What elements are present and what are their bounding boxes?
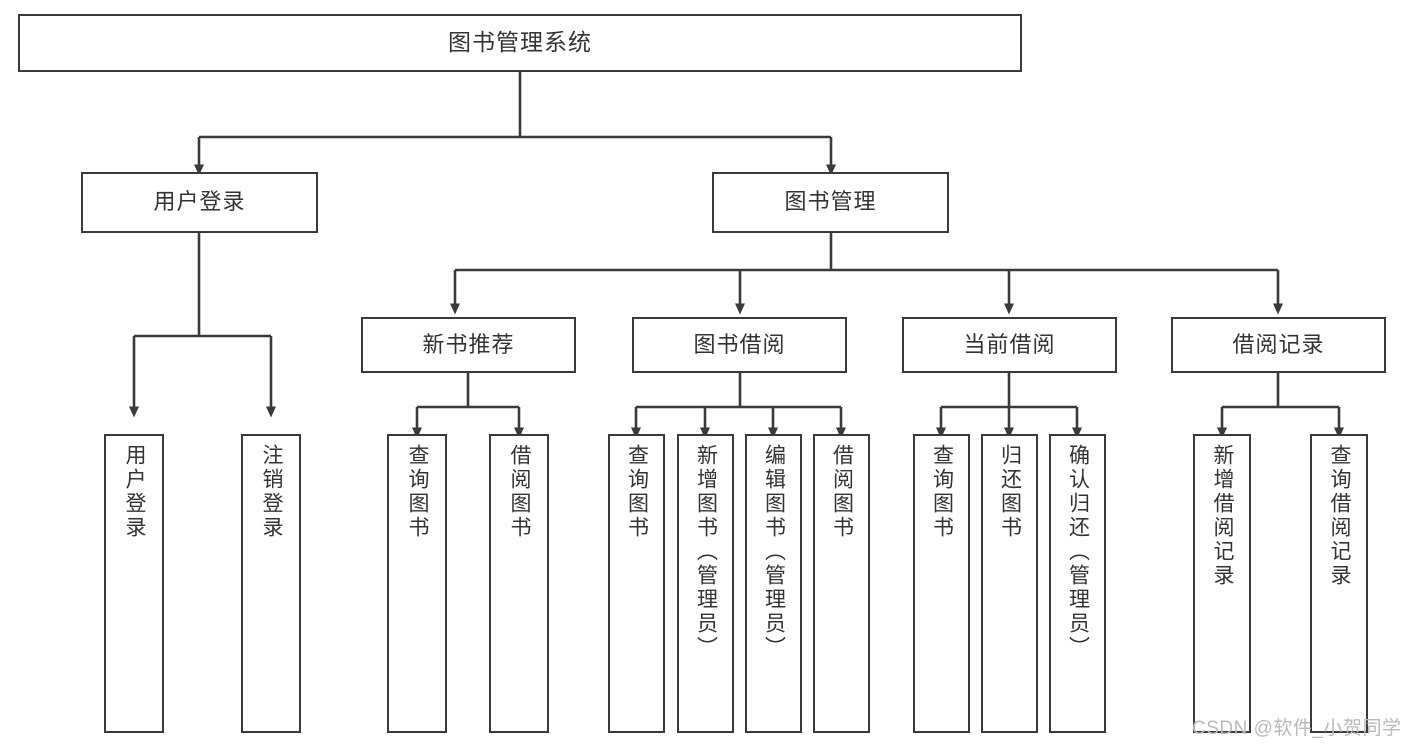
node-borrow-record[interactable]: 借阅记录 bbox=[1171, 317, 1386, 373]
node-current-borrow[interactable]: 当前借阅 bbox=[902, 317, 1117, 373]
node-label: 新增借阅记录 bbox=[1211, 444, 1235, 588]
node-label: 图书管理 bbox=[784, 189, 877, 215]
node-label: 图书借阅 bbox=[693, 331, 786, 357]
node-label: 确认归还（管理员） bbox=[1066, 444, 1090, 660]
leaf-node-borrow-book[interactable]: 借阅图书 bbox=[813, 434, 870, 733]
node-label: 查询借阅记录 bbox=[1328, 444, 1352, 588]
node-label: 图书管理系统 bbox=[448, 29, 592, 56]
node-label: 新书推荐 bbox=[422, 331, 515, 357]
node-label: 借阅记录 bbox=[1232, 331, 1325, 357]
leaf-node-query-book-current[interactable]: 查询图书 bbox=[913, 434, 970, 733]
node-label: 当前借阅 bbox=[963, 331, 1056, 357]
node-label: 借阅图书 bbox=[830, 444, 854, 540]
leaf-node-add-book-admin[interactable]: 新增图书（管理员） bbox=[677, 434, 734, 733]
leaf-node-query-book-recommend[interactable]: 查询图书 bbox=[387, 434, 447, 733]
leaf-node-return-book[interactable]: 归还图书 bbox=[981, 434, 1038, 733]
leaf-node-add-borrow-record[interactable]: 新增借阅记录 bbox=[1193, 434, 1251, 733]
node-user-login[interactable]: 用户登录 bbox=[81, 172, 318, 233]
node-new-book-recommend[interactable]: 新书推荐 bbox=[361, 317, 576, 373]
node-label: 借阅图书 bbox=[508, 444, 532, 540]
leaf-node-borrow-book-recommend[interactable]: 借阅图书 bbox=[489, 434, 549, 733]
node-label: 用户登录 bbox=[153, 189, 246, 215]
node-label: 编辑图书（管理员） bbox=[762, 444, 786, 660]
node-label: 用户登录 bbox=[123, 444, 147, 540]
node-label: 查询图书 bbox=[625, 444, 649, 540]
node-label: 新增图书（管理员） bbox=[694, 444, 718, 660]
node-label: 查询图书 bbox=[406, 444, 430, 540]
node-book-borrow[interactable]: 图书借阅 bbox=[632, 317, 847, 373]
node-label: 归还图书 bbox=[998, 444, 1022, 540]
leaf-node-query-book-borrow[interactable]: 查询图书 bbox=[608, 434, 665, 733]
leaf-node-query-borrow-record[interactable]: 查询借阅记录 bbox=[1310, 434, 1368, 733]
node-label: 查询图书 bbox=[930, 444, 954, 540]
leaf-node-confirm-return-admin[interactable]: 确认归还（管理员） bbox=[1049, 434, 1106, 733]
node-book-manage[interactable]: 图书管理 bbox=[712, 172, 949, 233]
node-root-book-management-system[interactable]: 图书管理系统 bbox=[18, 14, 1022, 72]
leaf-node-edit-book-admin[interactable]: 编辑图书（管理员） bbox=[745, 434, 802, 733]
node-label: 注销登录 bbox=[260, 444, 284, 540]
leaf-node-user-login[interactable]: 用户登录 bbox=[104, 434, 164, 733]
leaf-node-user-logout[interactable]: 注销登录 bbox=[241, 434, 301, 733]
